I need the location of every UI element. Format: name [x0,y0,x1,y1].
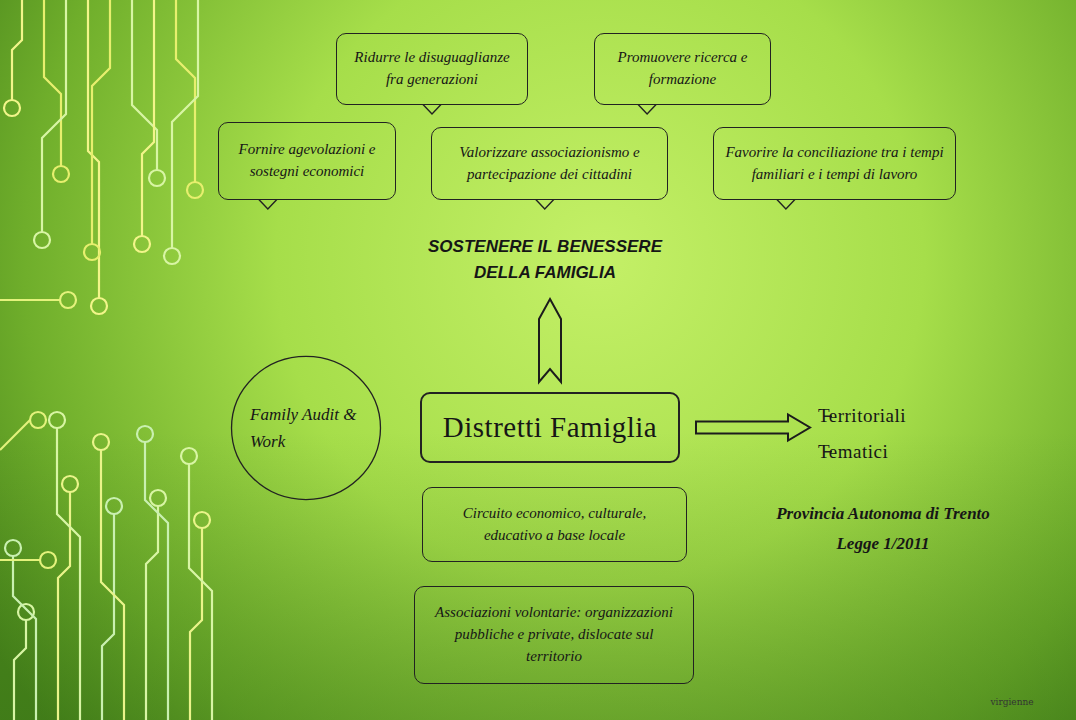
trace [92,0,110,244]
trace-pad [150,490,166,506]
list-row: Territoriali [818,402,906,430]
trace [13,556,36,720]
trace-pad [5,540,21,556]
trace [176,0,195,182]
trace-pad [62,476,78,492]
trace-pad [187,182,203,198]
circle-outline [230,355,382,501]
goal-bubble: Favorire la conciliazione tra i tempi fa… [713,127,956,200]
list-item: Tematici [818,438,888,466]
goal-bubble: Fornire agevolazioni e sostegni economic… [218,122,396,200]
goal-bubble: Promuovere ricerca e formazione [594,33,771,105]
trace [145,442,168,720]
trace [57,428,80,720]
trace-pad [91,298,107,314]
trace-pad [194,512,210,528]
trace-pad [34,232,50,248]
trace-pad [40,552,56,568]
bubble-tail [259,200,277,210]
family-audit-circle: Family Audit & Work [230,355,382,501]
feature-box: Circuito economico, culturale, educativo… [422,487,687,562]
bubble-tail [777,200,795,210]
trace-pad [93,434,109,450]
circuit-traces [0,0,212,720]
node-text: Distretti Famiglia [443,406,657,448]
type-list: TerritorialiTematici [818,394,968,474]
block-arrow [539,299,561,382]
node-text: Valorizzare associazionismo e partecipaz… [442,142,657,186]
trace-pad [30,412,46,428]
node-text: Circuito economico, culturale, educativo… [433,503,676,547]
trace [146,506,158,720]
trace [101,450,124,720]
trace-pad [18,604,34,620]
trace-pad [181,448,197,464]
trace [102,514,114,720]
trace [0,299,60,301]
goal-bubble: Valorizzare associazionismo e partecipaz… [431,127,668,200]
goal-heading: SOSTENERE IL BENESSERE DELLA FAMIGLIA [400,230,690,289]
trace-pad [149,170,165,186]
trace-pad [134,236,150,252]
list-row: Tematici [818,438,888,466]
trace [42,0,66,232]
trace-pad [4,100,20,116]
node-text: Favorire la conciliazione tra i tempi fa… [724,142,945,186]
trace [190,528,202,720]
main-box: Distretti Famiglia [420,392,680,463]
trace-pad [84,244,100,260]
law-label: Legge 1/2011 [836,534,929,554]
trace-pad [53,166,69,182]
node-text: Family Audit & Work [230,401,382,455]
trace [172,0,198,248]
node-text: SOSTENERE IL BENESSERE DELLA FAMIGLIA [400,234,690,285]
list-item: Territoriali [818,402,906,430]
goal-bubble: Ridurre le disuguaglianze fra generazion… [336,33,528,105]
watermark: virgienne [990,697,1033,707]
province-label: Provincia Autonoma di Trento [776,504,990,524]
trace-pad [106,498,122,514]
trace-pad [60,292,76,308]
node-text: Promuovere ricerca e formazione [605,47,760,91]
node-text: Ridurre le disuguaglianze fra generazion… [347,47,517,91]
node-text: Associazioni volontarie: organizzazioni … [425,602,683,667]
trace [189,464,212,720]
trace-pad [164,248,180,264]
block-arrow [696,415,810,441]
bubble-tail [423,105,441,115]
feature-box: Associazioni volontarie: organizzazioni … [414,586,694,684]
trace [142,0,154,236]
bubble-tail [536,200,554,210]
trace [14,620,26,720]
node-text: Fornire agevolazioni e sostegni economic… [229,139,385,183]
trace [88,0,99,298]
trace [0,559,40,561]
bubble-tail [638,105,656,115]
trace-pad [49,412,65,428]
trace [0,420,30,450]
trace [44,0,61,166]
trace [12,0,22,100]
trace-pad [137,426,153,442]
